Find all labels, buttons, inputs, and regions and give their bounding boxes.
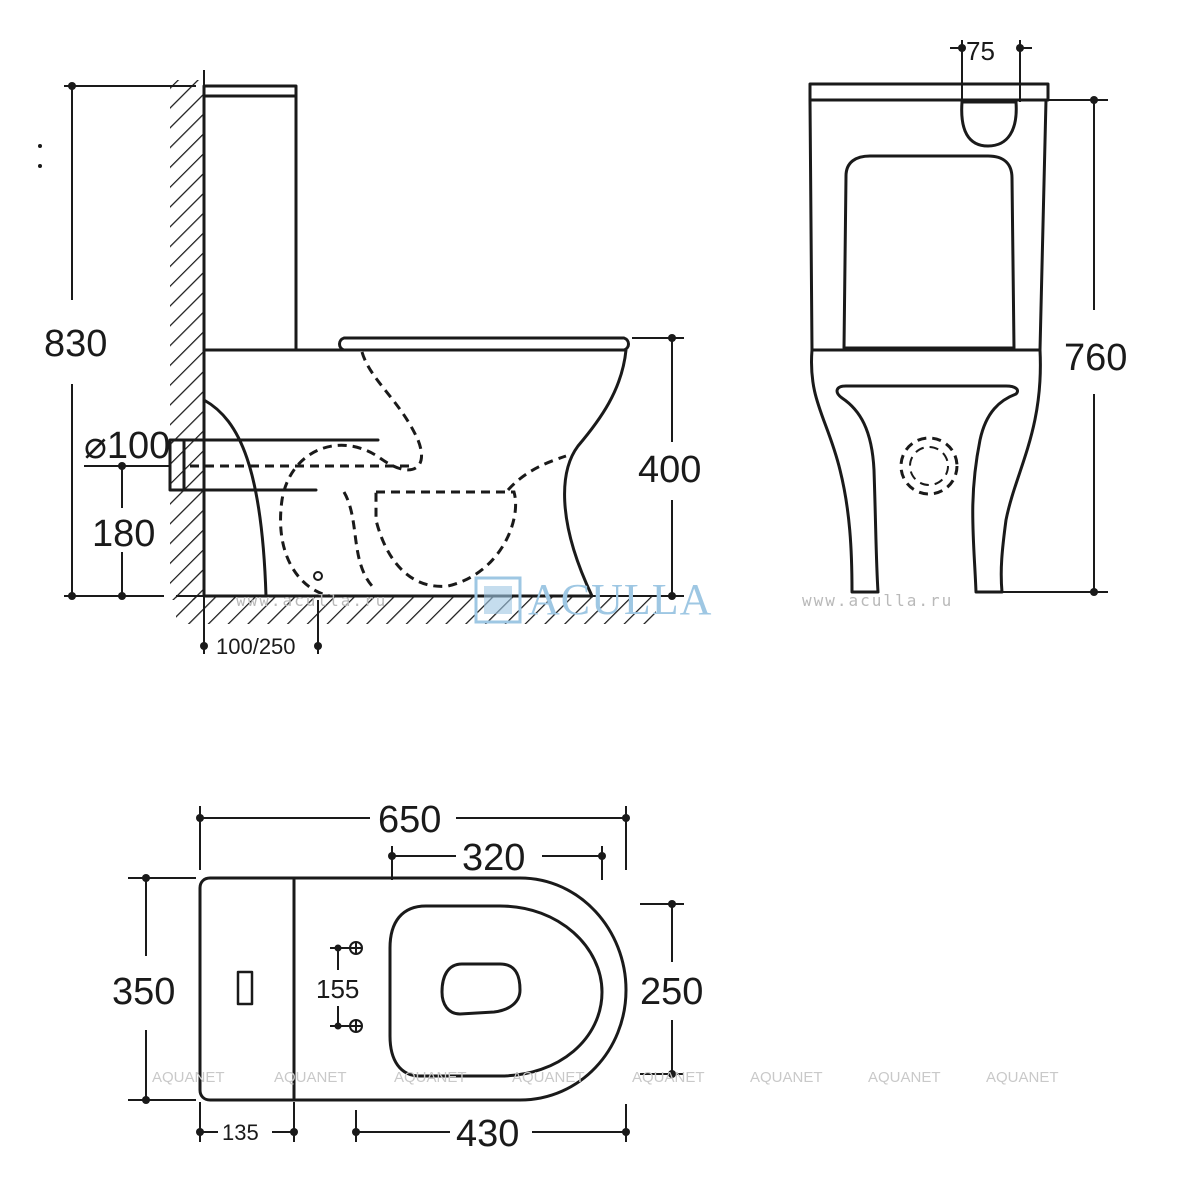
seat-ring [388,904,604,1078]
dim-75-tick-right [1016,44,1024,52]
dim-75-tick-left [958,44,966,52]
dim-830-tick-bottom [68,592,76,600]
dim-430-tick-right [622,1128,630,1136]
watermarks: www.aculla.ru www.aculla.ru ACULLA AQUAN… [152,575,1059,1086]
watermark-aquanet-8: AQUANET [986,1069,1059,1086]
dim-180-tick-top [118,462,126,470]
rim-dashed [506,454,567,492]
dim-400-tick-top [668,334,676,342]
aquanet-watermark-row: AQUANET AQUANET AQUANET AQUANET AQUANET … [152,1069,1059,1086]
dim-offset-tick-right [314,642,322,650]
front-tank-panel [842,154,1016,350]
dim-180-tick-bottom [118,592,126,600]
watermark-aquanet-1: AQUANET [152,1069,225,1086]
trap-dashed-2 [342,491,374,587]
front-bowl-outline [809,348,1042,594]
dim-75-label: 75 [966,36,995,66]
stray-dot-1 [38,144,42,148]
seat-outline [338,336,630,352]
watermark-aquanet-3: AQUANET [394,1069,467,1086]
wall-hatch [170,80,204,600]
dim-760-tick-top [1090,96,1098,104]
dim-155-label: 155 [316,974,359,1004]
dim-650-tick-right [622,814,630,822]
dim-400-label: 400 [638,449,701,491]
dim-430-label: 430 [456,1113,519,1155]
dim-760-label: 760 [1064,337,1127,379]
dim-180-label: 180 [92,513,155,555]
top-outline [198,876,628,1102]
dim-offset-tick-left [200,642,208,650]
side-view: 830 ⌀100 180 400 100/250 [38,70,701,659]
flush-button [960,100,1018,148]
watermark-aquanet-5: AQUANET [632,1069,705,1086]
watermark-aquanet-4: AQUANET [512,1069,585,1086]
watermark-aquanet-7: AQUANET [868,1069,941,1086]
bowl-opening [440,962,522,1016]
bowl-water-dashed [374,490,517,588]
dim-650-label: 650 [378,799,441,841]
outlet-circle-outer [899,436,959,496]
watermark-url-left: www.aculla.ru [236,591,387,610]
dim-pipe-diameter-label: ⌀100 [84,425,170,467]
dim-350-tick-top [142,874,150,882]
bowl-outline [202,348,628,598]
trapway-dashed [279,351,424,598]
dim-650-tick-left [196,814,204,822]
watermark-aquanet-2: AQUANET [274,1069,347,1086]
floor-hatch [176,596,656,624]
watermark-url-right: www.aculla.ru [802,591,953,610]
dim-135-tick-left [196,1128,204,1136]
dim-350-tick-bottom [142,1096,150,1104]
dim-135-label: 135 [222,1120,259,1145]
base-curve [202,398,268,598]
dim-250-tick-bottom [668,1070,676,1078]
aculla-logo-icon [474,576,522,624]
dim-400-tick-bottom [668,592,676,600]
dim-830-label: 830 [44,323,107,365]
outlet-pipe [168,438,380,492]
dim-155-tick-bottom [334,1022,342,1030]
top-view: 155 650 320 350 250 [112,799,703,1155]
dim-830-tick-top [68,82,76,90]
dim-760-tick-bottom [1090,588,1098,596]
watermark-brand: ACULLA [528,575,712,624]
dim-250-label: 250 [640,971,703,1013]
front-lid [808,82,1050,102]
dim-offset-label: 100/250 [216,634,296,659]
dim-320-tick-right [598,852,606,860]
tank-button [236,970,254,1006]
dim-430-tick-left [352,1128,360,1136]
dim-250-tick-top [668,900,676,908]
outlet-circle-inner [909,446,949,486]
watermark-aquanet-6: AQUANET [750,1069,823,1086]
dim-155-tick-top [334,944,342,952]
dim-320-tick-left [388,852,396,860]
dim-350-label: 350 [112,971,175,1013]
cistern-outline [202,84,298,352]
stray-dot-2 [38,164,42,168]
dim-320-label: 320 [462,837,525,879]
bolt-hole [313,571,323,581]
dim-135-tick-right [290,1128,298,1136]
front-view: 75 760 [808,36,1127,596]
